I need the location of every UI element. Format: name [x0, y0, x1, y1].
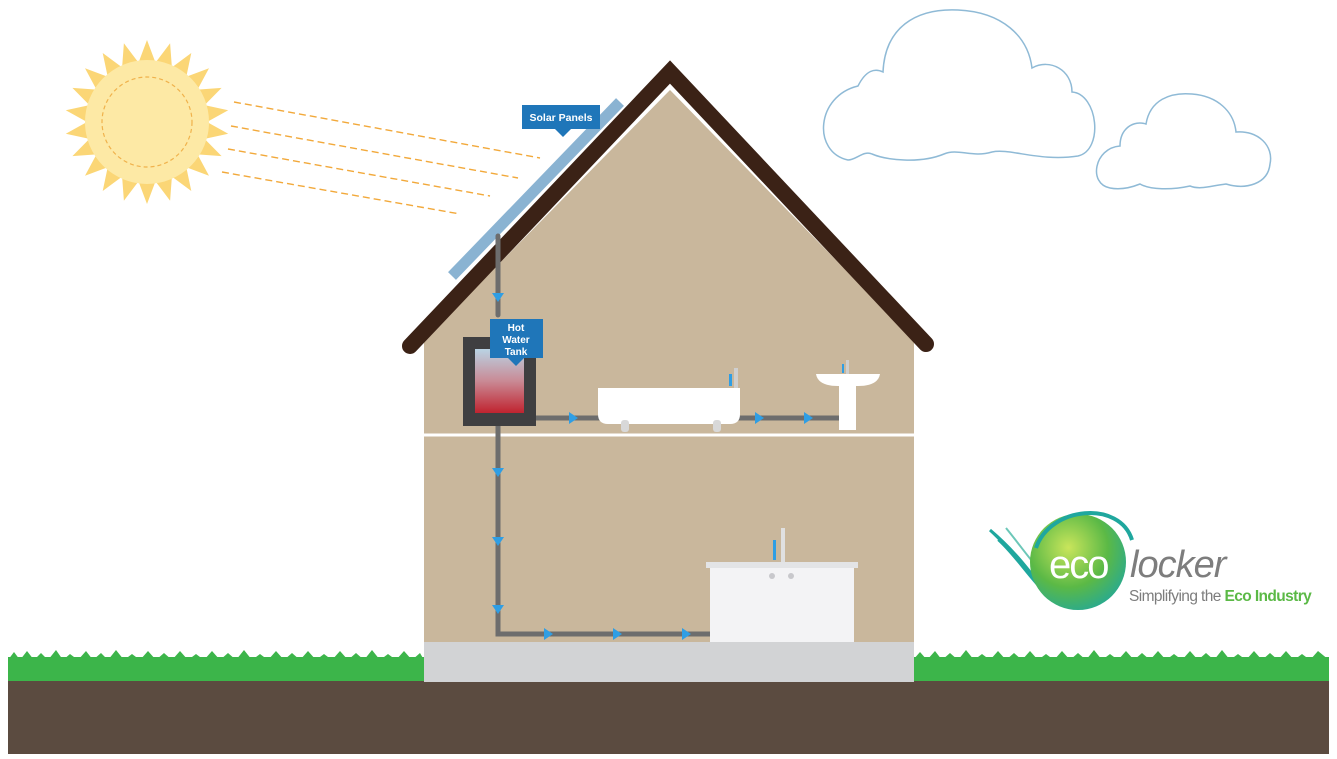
cloud-large-icon [822, 9, 1096, 161]
logo-tagline-lead: Simplifying the [1129, 588, 1225, 605]
flow-arrow-right-0 [569, 412, 578, 424]
bathtub-icon [598, 368, 740, 432]
house-wall [424, 90, 914, 642]
solar-panels-label: Solar Panels [522, 105, 600, 137]
hot-water-tank-label-line-1: Hot [508, 323, 525, 334]
grass-blades-right [913, 650, 1329, 660]
logo-globe [1030, 514, 1126, 610]
flow-arrow-right-2 [804, 412, 813, 424]
solar-panel [448, 98, 624, 280]
sink-icon [816, 360, 880, 430]
flow-arrow-right-1 [755, 412, 764, 424]
logo-word-locker: locker [1130, 544, 1228, 586]
flow-arrow-down-2 [492, 537, 504, 546]
grass-blades-left [8, 650, 424, 660]
logo-word-eco: eco [1049, 543, 1108, 587]
flow-arrow-right-5 [682, 628, 691, 640]
sun-icon [65, 40, 229, 204]
flow-arrow-right-4 [613, 628, 622, 640]
hot-water-tank-label: Hot Water Tank [490, 319, 543, 366]
kitchen-cabinet-icon [706, 528, 858, 642]
logo-tagline-accent: Eco Industry [1225, 588, 1313, 605]
flow-arrows [492, 293, 813, 640]
flow-arrow-down-1 [492, 468, 504, 477]
solar-panels-label-text: Solar Panels [529, 112, 592, 124]
soil [8, 680, 1329, 754]
logo-swirl [1034, 511, 1134, 549]
house-foundation [424, 642, 914, 682]
logo-tagline: Simplifying the Eco Industry [1129, 588, 1312, 605]
cloud-small-icon [1095, 92, 1272, 190]
hot-water-tank-label-line-3: Tank [505, 347, 528, 358]
hot-water-tank-label-line-2: Water [502, 335, 530, 346]
ecolocker-logo: eco locker Simplifying the Eco Industry [988, 511, 1313, 610]
flow-arrow-down-0 [492, 293, 504, 302]
sun-beams [221, 101, 541, 215]
flow-arrow-down-3 [492, 605, 504, 614]
flow-arrow-right-3 [544, 628, 553, 640]
